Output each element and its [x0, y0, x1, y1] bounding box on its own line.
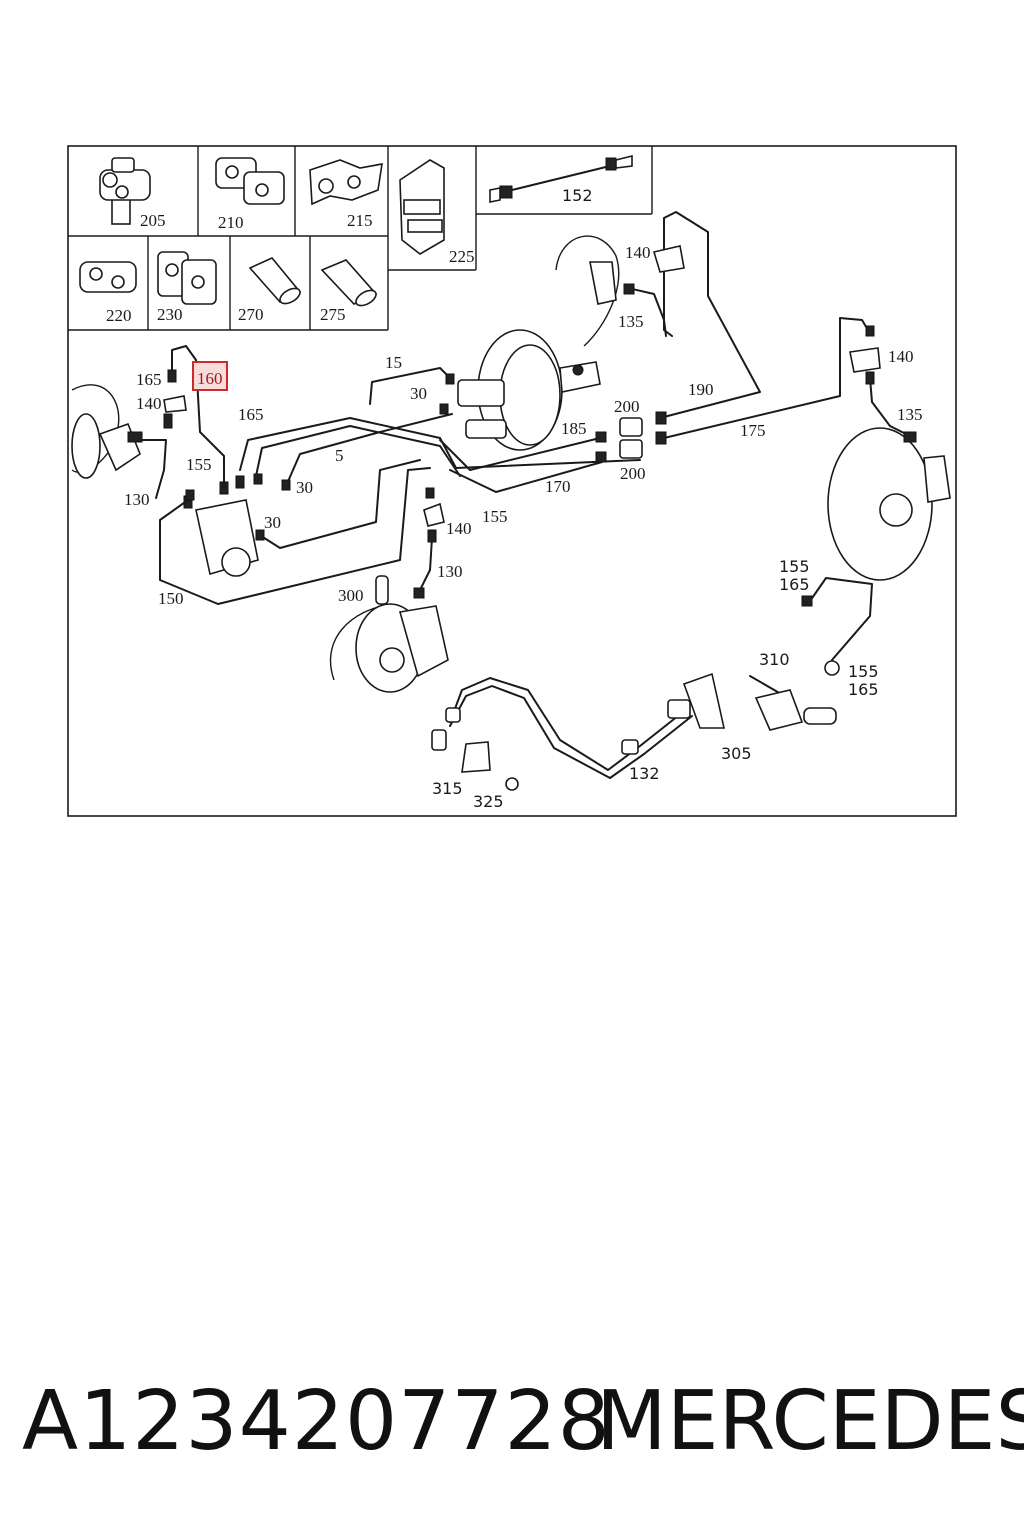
sleeve-270-icon — [248, 257, 302, 305]
label-155d: 155 — [848, 662, 879, 681]
label-30a: 30 — [296, 478, 313, 497]
label-165d: 165 — [848, 680, 879, 699]
sleeve-275-icon — [320, 259, 378, 307]
label-135a: 135 — [618, 312, 644, 331]
diagram-frame — [67, 145, 957, 817]
label-165c: 165 — [779, 575, 810, 594]
label-325: 325 — [473, 792, 504, 811]
label-155a: 155 — [186, 455, 212, 474]
inset-grid — [68, 146, 653, 331]
label-130b: 130 — [437, 562, 463, 581]
label-215: 215 — [347, 211, 373, 230]
label-220: 220 — [106, 306, 132, 325]
firewall-arc-icon — [555, 235, 620, 347]
label-155b: 155 — [482, 507, 508, 526]
label-200a: 200 — [614, 397, 640, 416]
footer: A1234207728 MERCEDES — [0, 1362, 1024, 1482]
label-140a: 140 — [136, 394, 162, 413]
label-225: 225 — [449, 247, 475, 266]
highlight-box-160[interactable] — [192, 361, 228, 391]
label-210: 210 — [218, 213, 244, 232]
clip-230-icon — [157, 251, 217, 305]
clip-205-icon — [99, 157, 151, 225]
label-200b: 200 — [620, 464, 646, 483]
label-160-highlighted: 160 — [197, 369, 223, 388]
label-140d: 140 — [446, 519, 472, 538]
label-305: 305 — [721, 744, 752, 763]
label-175: 175 — [740, 421, 766, 440]
label-15: 15 — [385, 353, 402, 372]
clip-210-icon — [215, 157, 285, 205]
brake-line-152-icon — [489, 154, 633, 203]
label-150: 150 — [158, 589, 184, 608]
label-315: 315 — [432, 779, 463, 798]
label-140c: 140 — [888, 347, 914, 366]
label-270: 270 — [238, 305, 264, 324]
front-left-brake-disc-icon — [71, 384, 141, 479]
label-140b: 140 — [625, 243, 651, 262]
brake-lines — [139, 211, 915, 779]
label-155c: 155 — [779, 557, 810, 576]
brand-name: MERCEDES — [596, 1374, 1024, 1469]
label-132: 132 — [629, 764, 660, 783]
label-170: 170 — [545, 477, 571, 496]
label-135b: 135 — [897, 405, 923, 424]
label-30c: 30 — [410, 384, 427, 403]
brake-booster-icon — [457, 329, 601, 451]
label-300: 300 — [338, 586, 364, 605]
label-275: 275 — [320, 305, 346, 324]
clip-215-icon — [309, 159, 383, 206]
clip-220-icon — [79, 261, 137, 293]
rear-right-brake-disc-icon — [827, 427, 951, 581]
label-230: 230 — [157, 305, 183, 324]
front-right-brake-disc-icon — [329, 603, 449, 693]
label-185: 185 — [561, 419, 587, 438]
brackets — [163, 245, 881, 791]
label-165a: 165 — [136, 370, 162, 389]
label-5: 5 — [335, 446, 344, 465]
label-310: 310 — [759, 650, 790, 669]
label-152: 152 — [562, 186, 593, 205]
label-190: 190 — [688, 380, 714, 399]
fittings — [127, 253, 917, 755]
label-165b: 165 — [238, 405, 264, 424]
clip-225-icon — [399, 159, 445, 255]
abs-hydraulic-unit-icon — [183, 475, 259, 577]
label-130a: 130 — [124, 490, 150, 509]
part-number: A1234207728 — [22, 1374, 611, 1469]
label-205: 205 — [140, 211, 166, 230]
label-30b: 30 — [264, 513, 281, 532]
